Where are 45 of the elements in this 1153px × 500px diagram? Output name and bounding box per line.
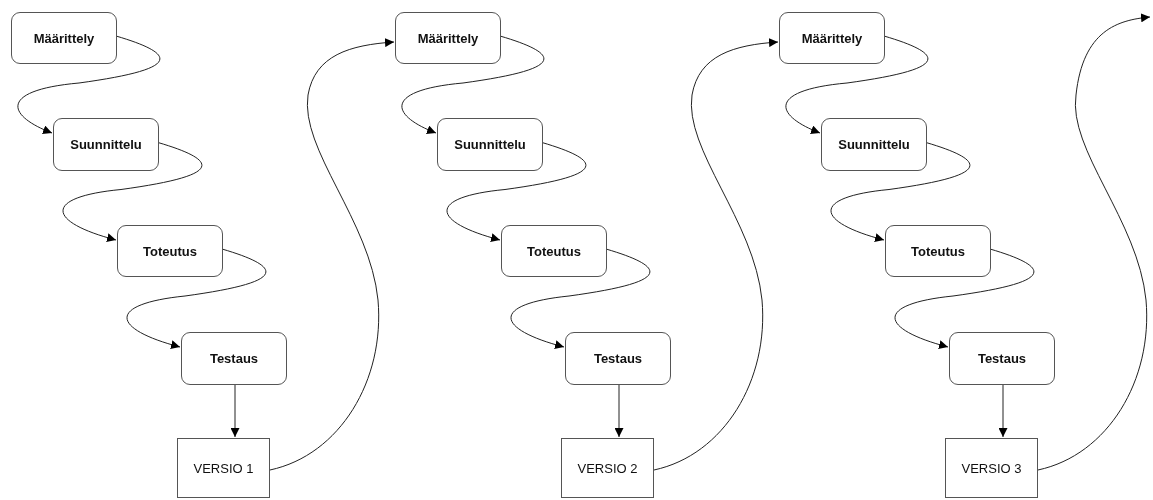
step-label: Määrittely bbox=[33, 30, 95, 46]
step-box bbox=[821, 118, 927, 171]
step-label: Toteutus bbox=[911, 243, 965, 259]
version-box bbox=[945, 438, 1038, 498]
step-label: Toteutus bbox=[143, 243, 197, 259]
step-box bbox=[11, 12, 117, 64]
step-box bbox=[949, 332, 1055, 385]
step-label: Testaus bbox=[593, 351, 643, 366]
step-box bbox=[437, 118, 543, 171]
step-label: Suunnittelu bbox=[454, 137, 526, 152]
arrow bbox=[614, 384, 624, 438]
arrow bbox=[653, 38, 779, 471]
arrow bbox=[785, 35, 929, 134]
step-label: Määrittely bbox=[417, 30, 479, 46]
arrow bbox=[446, 142, 587, 242]
version-box bbox=[177, 438, 270, 498]
step-box bbox=[565, 332, 671, 385]
arrow bbox=[230, 384, 240, 438]
arrow bbox=[998, 384, 1008, 438]
step-label: Testaus bbox=[977, 351, 1027, 366]
step-box bbox=[779, 12, 885, 64]
arrow bbox=[894, 248, 1035, 349]
step-box bbox=[885, 225, 991, 277]
arrow bbox=[401, 35, 545, 134]
step-label: Määrittely bbox=[801, 30, 863, 46]
arrow bbox=[17, 35, 161, 134]
step-label: Suunnittelu bbox=[838, 137, 910, 152]
step-label: Suunnittelu bbox=[70, 137, 142, 152]
version-label: VERSIO 2 bbox=[577, 460, 638, 476]
step-label: Toteutus bbox=[527, 243, 581, 259]
version-box bbox=[561, 438, 654, 498]
step-box bbox=[53, 118, 159, 171]
step-box bbox=[395, 12, 501, 64]
arrow bbox=[126, 248, 267, 349]
step-box bbox=[117, 225, 223, 277]
arrow bbox=[62, 142, 203, 242]
arrow bbox=[1037, 13, 1151, 471]
arrow bbox=[510, 248, 651, 349]
arrow bbox=[830, 142, 971, 242]
version-label: VERSIO 1 bbox=[193, 460, 254, 476]
arrow bbox=[269, 38, 395, 471]
version-label: VERSIO 3 bbox=[961, 460, 1022, 476]
step-label: Testaus bbox=[209, 351, 259, 366]
step-box bbox=[181, 332, 287, 385]
step-box bbox=[501, 225, 607, 277]
